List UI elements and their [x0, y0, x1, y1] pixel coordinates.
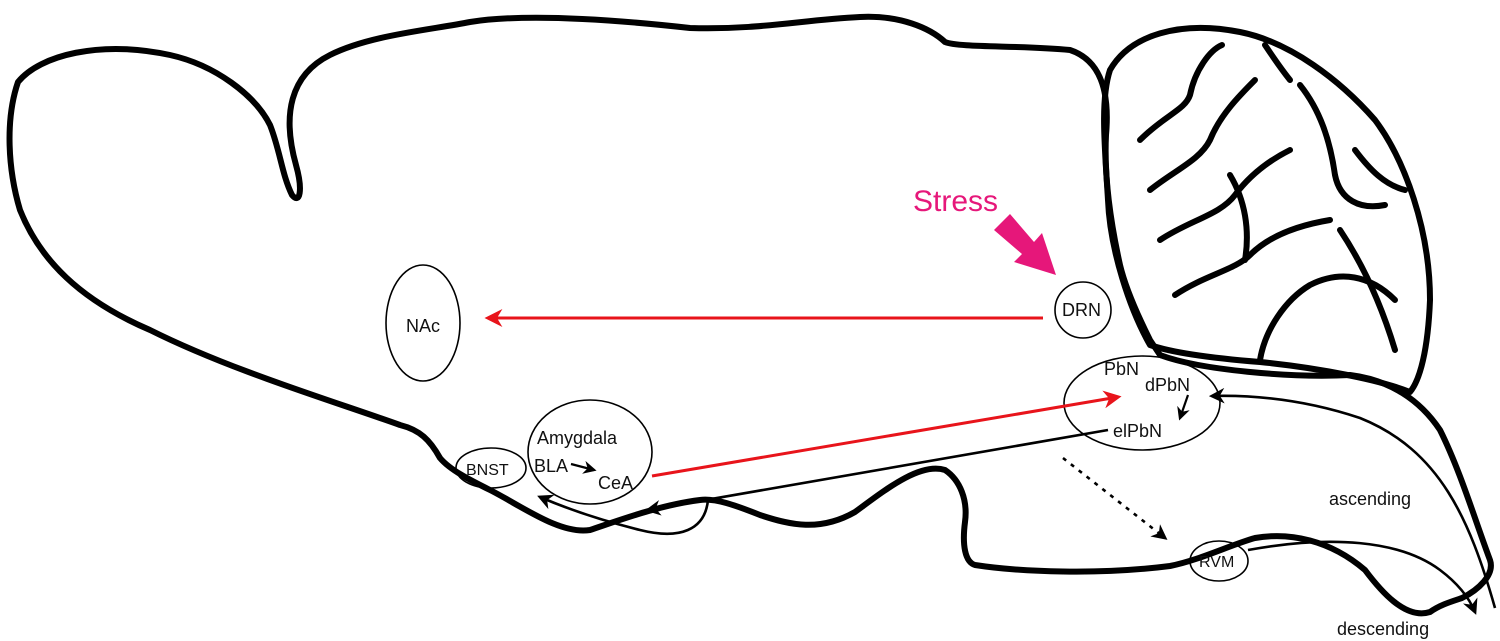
pbn-label: PbN — [1104, 359, 1139, 379]
brain-outline — [6, 13, 1494, 617]
elpbn-to-cea-arrow — [644, 428, 1109, 516]
stress-arrow — [994, 214, 1056, 275]
bla-to-cea-arrow — [570, 460, 597, 474]
descending-label: descending — [1337, 619, 1429, 639]
amygdala-region — [527, 399, 653, 505]
nac-label: NAc — [406, 316, 440, 336]
nac-region — [385, 264, 461, 382]
cea-label: CeA — [598, 473, 633, 493]
cerebellum — [1101, 24, 1433, 395]
stress-label: Stress — [913, 185, 998, 218]
cerebellum-fold — [1157, 147, 1293, 243]
cerebellum-fold — [1172, 217, 1333, 298]
cerebellum-fold — [1352, 147, 1408, 193]
cerebellum-fold — [1147, 77, 1258, 193]
cerebellum-fold — [1337, 227, 1398, 353]
cerebellum-fold — [1297, 82, 1388, 210]
rvm-label: RVM — [1199, 554, 1234, 571]
drn-region — [1054, 281, 1112, 339]
cerebellum-fold — [1137, 42, 1225, 143]
dpbn-label: dPbN — [1145, 375, 1190, 395]
ascending-label: ascending — [1329, 489, 1411, 509]
cea-to-pbn-arrow — [651, 390, 1122, 478]
descending-pathway-arrow — [1247, 540, 1478, 615]
cea-to-bnst-arrow — [537, 494, 710, 535]
cerebellum-outline — [1101, 24, 1433, 395]
cerebellum-fold — [1227, 172, 1250, 263]
amygdala-label: Amygdala — [537, 428, 618, 448]
cerebellum-fold — [1262, 42, 1293, 83]
bla-label: BLA — [534, 456, 568, 476]
bnst-region — [455, 447, 527, 489]
bnst-label: BNST — [466, 462, 509, 479]
elpbn-label: elPbN — [1113, 421, 1162, 441]
dpbn-to-elpbn-arrow — [1177, 394, 1190, 421]
drn-label: DRN — [1062, 300, 1101, 320]
ascending-pathway-arrow — [1208, 387, 1497, 609]
pbn-to-rvm-dotted-arrow — [1062, 456, 1168, 540]
rvm-region — [1189, 540, 1249, 582]
